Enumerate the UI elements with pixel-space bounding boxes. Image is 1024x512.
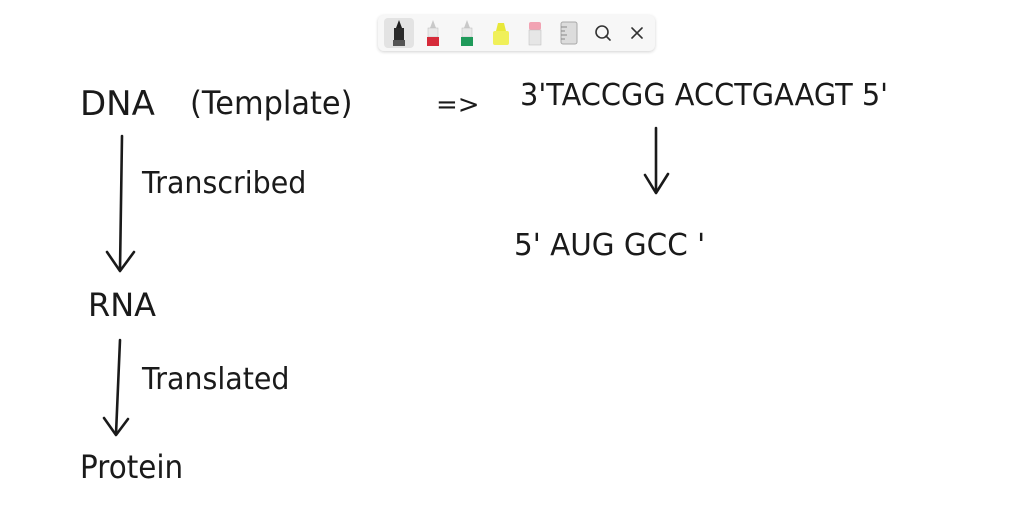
eraser-icon	[528, 22, 542, 46]
dna-label: DNA	[80, 84, 155, 124]
highlighter-tool[interactable]	[486, 18, 516, 48]
black-pen-tool[interactable]	[384, 18, 414, 48]
pen-icon	[393, 20, 405, 46]
lasso-icon	[595, 25, 611, 41]
pen-icon	[461, 20, 473, 46]
pen-icon	[427, 20, 439, 46]
close-toolbar-button[interactable]	[622, 18, 652, 48]
ruler-tool[interactable]	[554, 18, 584, 48]
template-label: (Template)	[190, 84, 353, 122]
rna-label: RNA	[88, 286, 157, 324]
protein-label: Protein	[80, 448, 184, 486]
mrna-sequence: 5' AUG GCC '	[514, 228, 706, 263]
translated-label: Translated	[142, 362, 290, 397]
highlighter-icon	[493, 23, 509, 45]
dna-sequence: 3'TACCGG ACCTGAAGT 5'	[520, 78, 889, 113]
transcribed-label: Transcribed	[142, 166, 307, 201]
red-pen-tool[interactable]	[418, 18, 448, 48]
drawing-toolbar	[378, 15, 655, 51]
green-pen-tool[interactable]	[452, 18, 482, 48]
ruler-icon	[560, 21, 578, 45]
close-icon	[631, 27, 643, 39]
lasso-tool[interactable]	[588, 18, 618, 48]
eraser-tool[interactable]	[520, 18, 550, 48]
implies-arrow: =>	[436, 90, 480, 120]
